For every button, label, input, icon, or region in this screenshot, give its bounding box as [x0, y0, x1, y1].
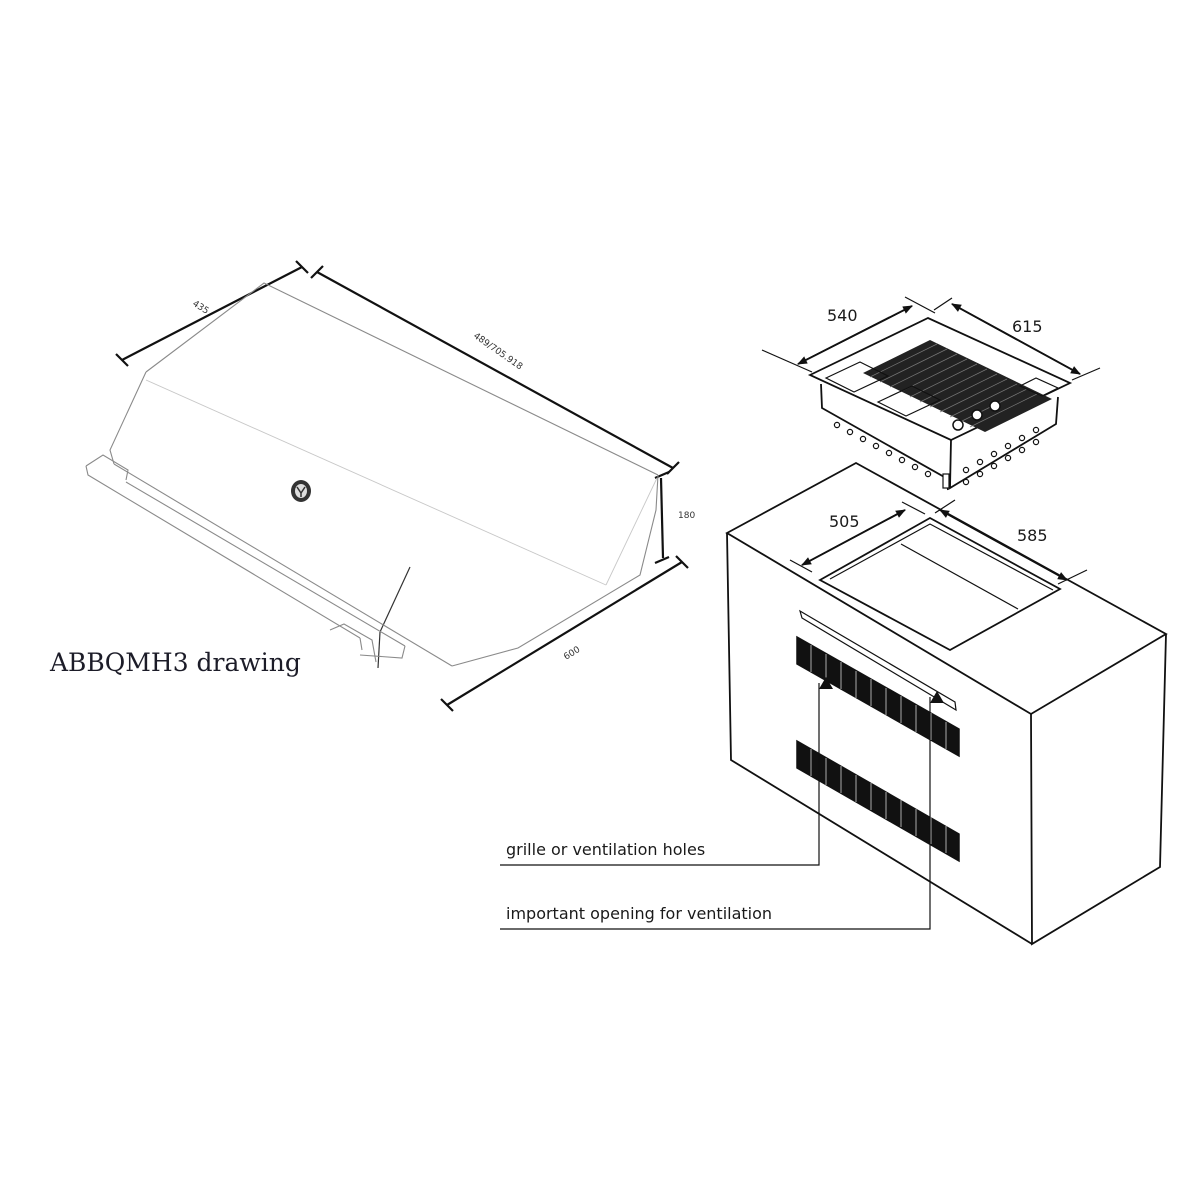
drawing-title: ABBQMH3 drawing: [49, 648, 301, 677]
cabinet: 505 585: [500, 461, 1168, 946]
callout-grille-label: grille or ventilation holes: [506, 840, 705, 859]
lower-ventilation-grille: [796, 739, 960, 863]
grill-depth-dim: 615: [1012, 317, 1043, 336]
upper-ventilation-grille: [796, 635, 960, 758]
callout-opening-label: important opening for ventilation: [506, 904, 772, 923]
hood-front-dim: 600: [562, 645, 582, 663]
hood-width-dim: 489/705.918: [471, 331, 524, 372]
hood-depth-dim: 435: [190, 299, 210, 317]
grill-width-dim: 540: [827, 306, 858, 325]
brand-logo-icon: [291, 480, 311, 502]
grill-unit: 540 615: [761, 296, 1101, 491]
hood-dimension-lines: [115, 260, 689, 712]
hood-body: [85, 282, 659, 669]
hood-drawing: 435 489/705.918 180 600: [85, 260, 695, 712]
control-knobs: [952, 400, 1001, 431]
ventilation-slot: [799, 609, 957, 712]
cutout-width-dim: 505: [829, 512, 860, 531]
hood-height-dim: 180: [678, 511, 695, 521]
body-holes: [833, 421, 1040, 486]
cutout-depth-dim: 585: [1017, 526, 1048, 545]
